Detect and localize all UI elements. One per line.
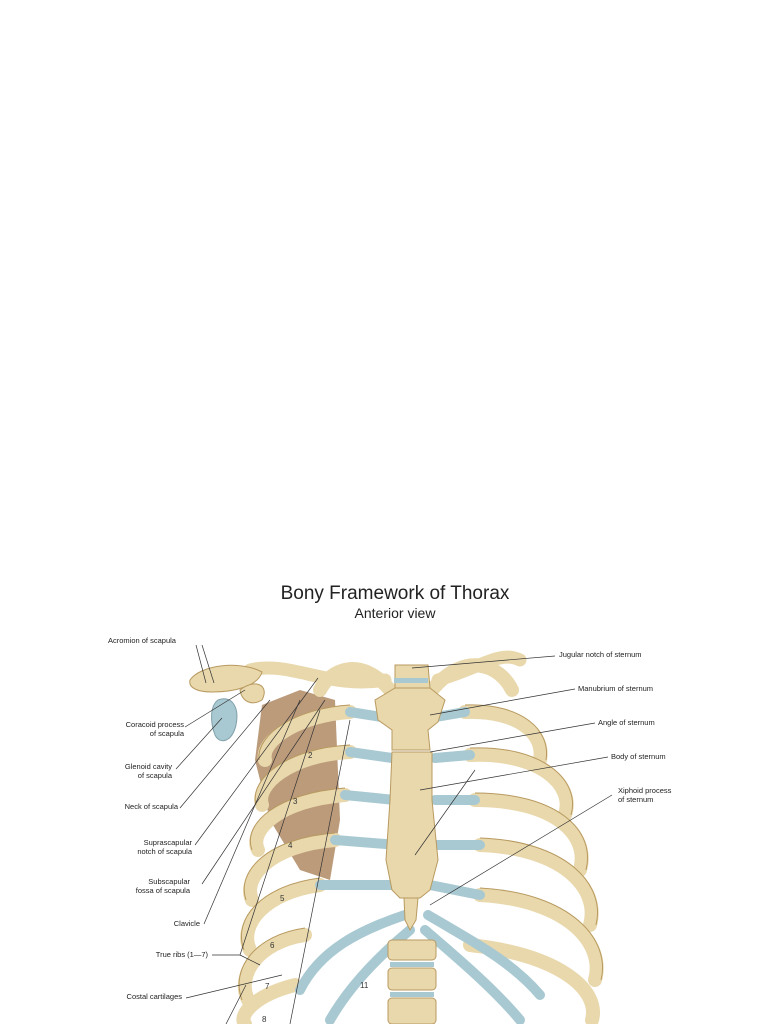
sternum-body — [385, 751, 439, 899]
right-ribs — [458, 704, 604, 1024]
manubrium-cartilage — [394, 678, 428, 683]
rib-number: 4 — [288, 841, 293, 850]
label-costal-cartilages: Costal cartilages — [126, 992, 182, 1001]
label-angle-of-sternum: Angle of sternum — [598, 718, 655, 727]
manubrium — [374, 687, 446, 751]
label-neck-of-scapula: Neck of scapula — [124, 802, 178, 811]
label-glenoid-cavity: Glenoid cavity of scapula — [124, 762, 172, 780]
label-coracoid-process: Coracoid process of scapula — [125, 720, 184, 738]
xiphoid — [403, 897, 419, 932]
rib-number: 2 — [308, 751, 313, 760]
rib-numbers: 2 3 4 5 6 7 8 11 — [262, 751, 369, 1024]
label-true-ribs: True ribs (1—7) — [155, 950, 208, 959]
label-subscapular-fossa: Subscapular fossa of scapula — [135, 877, 190, 895]
rib-number: 7 — [265, 982, 270, 991]
rib-number: 3 — [293, 797, 298, 806]
jugular-notch — [394, 664, 431, 689]
coracoid — [239, 683, 265, 704]
rib-number: 6 — [270, 941, 275, 950]
rib-number: 11 — [360, 981, 369, 990]
label-clavicle: Clavicle — [173, 919, 200, 928]
rib-number: 8 — [262, 1015, 267, 1024]
leader-lines-right — [411, 655, 613, 906]
figure-subtitle: Anterior view — [354, 605, 436, 621]
glenoid-cavity — [211, 698, 238, 742]
label-manubrium: Manubrium of sternum — [578, 684, 654, 693]
right-rib-outline — [464, 704, 603, 981]
vertebral-column — [387, 939, 437, 1024]
leader-lines-left — [175, 644, 351, 1024]
left-ribs — [236, 705, 357, 1024]
label-acromion: Acromion of scapula — [108, 636, 176, 645]
label-jugular-notch: Jugular notch of sternum — [559, 650, 642, 659]
figure-title: Bony Framework of Thorax — [280, 583, 510, 604]
label-body-of-sternum: Body of sternum — [611, 752, 666, 761]
label-xiphoid-process: Xiphoid process of sternum — [618, 786, 672, 804]
clavicles — [243, 650, 527, 689]
label-suprascapular-notch: Suprascapular notch of scapula — [137, 838, 192, 856]
rib-number: 5 — [280, 894, 285, 903]
